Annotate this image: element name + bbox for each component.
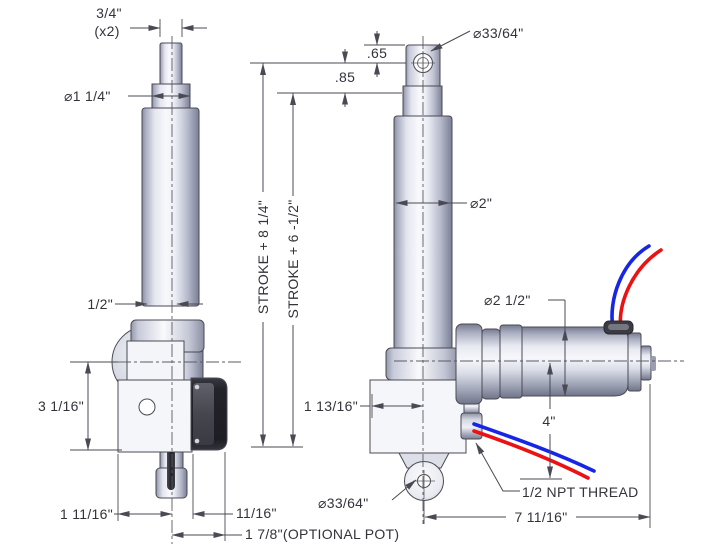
label-block-cl-offset: 1 13/16" [304, 398, 358, 414]
wire-blue-lower [472, 422, 596, 473]
label-motor-dia: ⌀2 1/2" [484, 292, 531, 308]
dim-overall-length: 7 11/16" [423, 384, 651, 528]
motor-shaft-nub [651, 356, 656, 371]
gland-collar-side [385, 347, 460, 381]
gear-housing-plate [126, 340, 185, 383]
label-optional-pot: 1 7/8"(OPTIONAL POT) [245, 526, 399, 542]
label-rod-collar-dia: ⌀1 1/4" [64, 88, 111, 104]
motor-front-ring-2 [481, 328, 501, 400]
mounting-block-front [117, 379, 193, 453]
dim-clevis-hole-top: ⌀33/64" [430, 25, 524, 52]
actuator-side-view [369, 36, 684, 524]
label-cl-to-right: 11/16" [236, 505, 277, 521]
motor-shaft-boss [640, 345, 652, 381]
wire-red-upper [618, 248, 663, 333]
mounting-block-side [369, 379, 467, 454]
label-shaft-width: 1/2" [87, 296, 113, 312]
dim-motor-cl-drop: 4" [520, 362, 562, 480]
pot-screw-bottom [194, 438, 200, 444]
dim-cl-to-right: 11/16" [192, 454, 277, 521]
motor-front-ring-1 [455, 323, 483, 405]
dim-stroke-long: STROKE + 8 1/4" [250, 62, 413, 447]
label-stroke-long: STROKE + 8 1/4" [255, 200, 271, 314]
label-rod-end-width: 3/4" [96, 5, 122, 21]
dim-stroke-short: STROKE + 6 -1/2" [251, 92, 402, 448]
label-gearbox-height: 3 1/16" [38, 398, 84, 414]
clevis-lug-neck [398, 452, 450, 469]
pot-screw-top [194, 384, 200, 390]
label-rod-end-qty: (x2) [94, 23, 119, 39]
piston-rod-front [159, 42, 183, 87]
motor-front-collar [499, 324, 523, 399]
rod-square-end [402, 85, 443, 119]
dim-optional-pot: 1 7/8"(OPTIONAL POT) [171, 452, 399, 542]
motor-body [521, 326, 629, 397]
dim-cl-to-left: 1 11/16" [60, 454, 173, 522]
dim-gearbox-height: 3 1/16" [38, 361, 122, 451]
actuator-front-view [111, 36, 242, 544]
label-cl-to-left: 1 11/16" [60, 506, 113, 522]
wire-red-lower [472, 429, 590, 480]
label-clevis-hole-top: ⌀33/64" [473, 25, 524, 41]
dim-hole-offsets: .65 .85 [335, 31, 405, 107]
pot-cap-panel [193, 383, 214, 445]
dim-rod-collar-dia: ⌀1 1/4" [64, 88, 191, 104]
dim-shaft-width: 1/2" [87, 296, 203, 312]
motor-end-cap [627, 332, 642, 392]
wire-grommet-inner [608, 324, 629, 330]
label-stroke-short: STROKE + 6 -1/2" [285, 199, 301, 318]
rod-collar-front [151, 83, 191, 111]
dim-tube-dia: ⌀2" [395, 195, 492, 211]
dim-npt-thread: 1/2 NPT THREAD [475, 442, 639, 500]
label-clevis-hole-bottom: ⌀33/64" [318, 495, 369, 511]
label-hole-offset-upper: .65 [367, 45, 387, 61]
wire-blue-upper [610, 244, 651, 331]
label-tube-dia: ⌀2" [470, 195, 492, 211]
dim-rod-end-width: 3/4" (x2) [94, 5, 207, 39]
clevis-slot [167, 452, 175, 490]
label-motor-cl-drop: 4" [542, 413, 555, 429]
label-hole-offset-lower: .85 [335, 69, 355, 85]
block-hole-front [138, 398, 156, 416]
dim-clevis-hole-bottom: ⌀33/64" [318, 479, 417, 511]
dim-block-cl-offset: 1 13/16" [304, 394, 424, 418]
dim-motor-dia: ⌀2 1/2" [484, 292, 568, 397]
label-npt-thread: 1/2 NPT THREAD [522, 484, 639, 500]
label-overall-length: 7 11/16" [514, 509, 567, 525]
outer-tube-front [141, 107, 200, 307]
